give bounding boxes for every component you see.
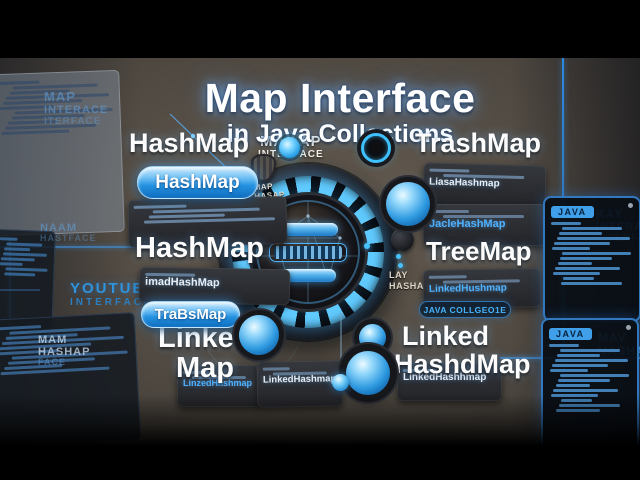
pendulum-line <box>340 313 342 375</box>
pill-bar <box>280 268 336 282</box>
round-button-bottom-small[interactable] <box>359 324 386 351</box>
trashmap-heading: TrashMap <box>415 128 542 158</box>
pill-bar <box>278 222 338 236</box>
letterbox-top <box>0 0 640 58</box>
code-panel-right-1: LiasaHashmap <box>422 162 547 210</box>
page-title: Map Interface <box>204 75 476 121</box>
glow-knob-button[interactable] <box>279 137 300 158</box>
panel-dot-icon <box>628 203 633 208</box>
linked-hashdmap-heading: Linked HashdMap <box>394 321 531 380</box>
code-panel-left-2: imadHashMap <box>138 266 291 306</box>
indicator-dot <box>396 254 401 259</box>
hashmap-heading-1: HashMap <box>129 128 250 158</box>
panel-caption: imadHashMap <box>144 275 220 290</box>
panel-caption: LinzedHashmap <box>183 377 253 388</box>
panel-caption: LiasaHashmap <box>428 176 500 190</box>
java-code-panel-2: JAVA <box>541 318 639 446</box>
letterbox-bottom <box>0 446 640 480</box>
collections-badge: JAVA COLLGEO1E <box>419 301 511 318</box>
ghost-text-naam: NAAM HASTFACE <box>40 222 97 244</box>
round-button-right-top[interactable] <box>386 182 430 226</box>
round-button-bottom-left[interactable] <box>239 315 279 355</box>
panel-caption: LinkedHushmap <box>428 282 507 295</box>
panel-caption: LinkedHashmap <box>262 373 337 386</box>
ghost-text-map-interface: MAP INTERACE ITERFACE <box>44 89 109 128</box>
ghost-code-panel-bottom-left <box>0 312 142 446</box>
ring-button[interactable] <box>361 133 391 163</box>
linked-map-heading: Linked Map <box>158 322 252 384</box>
treemap-heading: TreeMap <box>426 236 532 266</box>
scene-background: MAP INTERACE ITERFACE NAAM HASTFACE YOUT… <box>0 58 640 446</box>
cluster-label: LAY HASHA <box>389 270 425 291</box>
panel-caption: LinkedHashhmap <box>403 371 487 383</box>
panel-caption: JacleHashMap <box>429 217 506 230</box>
java-code-panel-1: JAVA <box>543 196 640 322</box>
round-button-bottom-large[interactable] <box>346 351 390 395</box>
java-tab: JAVA <box>549 328 592 340</box>
small-knob[interactable] <box>391 228 414 251</box>
java-tab: JAVA <box>551 206 594 218</box>
title-block: Map Interface in Java Collections <box>140 75 540 149</box>
pendulum-ball <box>332 374 349 391</box>
connector-dot <box>364 243 370 249</box>
hashmap-button[interactable]: HashMap <box>137 166 258 199</box>
ghost-text-hashap: MAM HASHAP FACE <box>38 334 91 368</box>
indicator-dot <box>398 263 403 268</box>
pill-bar <box>269 243 347 262</box>
trabsmap-button[interactable]: TraBsMap <box>141 301 240 328</box>
code-panel-bottom-2: LinkedHashmap <box>256 360 344 408</box>
page-subtitle: in Java Collections <box>226 119 454 148</box>
hashmap-heading-2: HashMap <box>135 232 264 264</box>
panel-dot-icon <box>626 325 631 330</box>
dial-data-bars <box>256 200 360 304</box>
